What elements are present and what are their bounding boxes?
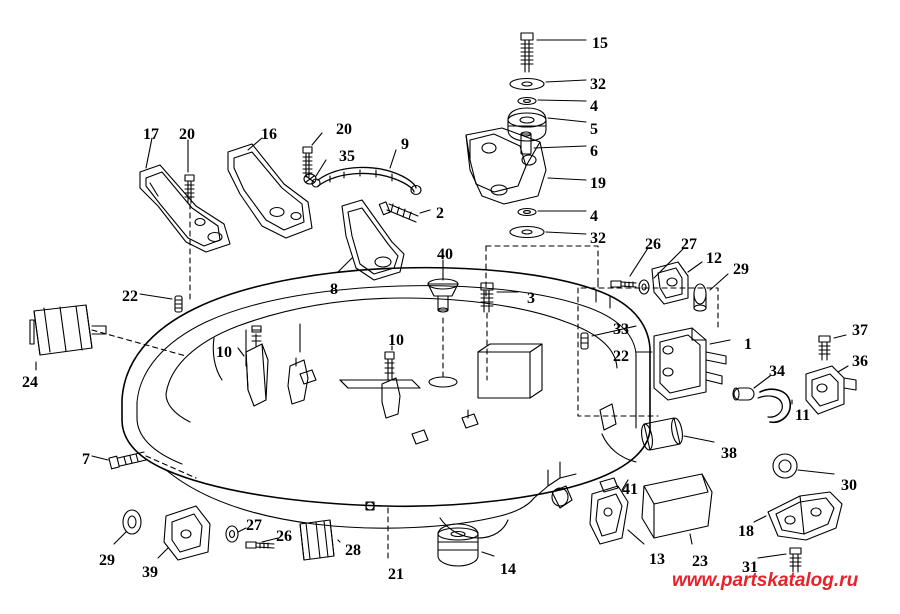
part-26-bolt-right [610,280,637,288]
part-14-grommet [437,523,479,567]
part-33-pin [580,332,589,350]
part-20-bolt-left [184,174,195,204]
callout-8: 8 [330,281,338,298]
callout-4-top: 4 [590,98,598,115]
callout-22-left: 22 [122,288,138,305]
callout-7: 7 [82,451,90,468]
callout-26-bottom: 26 [276,528,292,545]
callout-23: 23 [692,553,708,570]
callout-32-bottom: 32 [590,230,606,247]
callout-14: 14 [500,561,516,578]
part-27-washer-right [638,279,650,295]
callout-18: 18 [738,523,754,540]
part-39-bracket [163,505,211,561]
callout-26-right: 26 [645,236,661,253]
part-27-washer-bottom [225,525,239,543]
part-3-bolt [480,282,494,313]
callout-27-right: 27 [681,236,697,253]
callout-22-right: 22 [613,348,629,365]
lower-engine-cover-body [121,266,651,539]
cowl-attached-parts [551,403,617,509]
callout-28: 28 [345,542,361,559]
part-26-bolt-bottom [245,541,275,549]
part-38-bushing [641,417,683,451]
part-13-piece [599,477,619,493]
callout-4-bottom: 4 [590,208,598,225]
callout-11: 11 [795,407,811,424]
callout-15: 15 [592,35,608,52]
part-29-washer-bottom [122,509,142,535]
callout-30: 30 [841,477,857,494]
part-6-sleeve [520,131,532,155]
part-10-clip-left [245,325,269,407]
callout-40: 40 [437,246,453,263]
part-10-clip-mid [381,351,401,419]
part-4-nut-top [517,96,537,106]
callout-32-top: 32 [590,76,606,93]
callout-19: 19 [590,175,606,192]
callout-3: 3 [527,290,535,307]
callout-10-left: 10 [216,344,232,361]
part-9-cable [311,166,422,196]
callout-27-bottom: 27 [246,517,262,534]
callout-41: 41 [622,481,638,498]
part-7-bolt [108,451,147,470]
callout-31: 31 [742,559,758,576]
part-31-bolt [789,547,802,573]
part-17-bracket [139,164,231,253]
callout-20-left: 20 [179,126,195,143]
part-37-bolt [818,335,831,361]
part-11-clamp [757,388,792,424]
callout-29-bottom: 29 [99,552,115,569]
callout-12: 12 [706,250,722,267]
callout-20-mid: 20 [336,121,352,138]
callout-10-mid: 10 [388,332,404,349]
part-12-bracket [651,261,689,305]
callout-36: 36 [852,353,868,370]
callout-13: 13 [649,551,665,568]
callout-2: 2 [436,205,444,222]
part-28-block [299,519,335,561]
part-23-pad [641,473,713,539]
part-24-connector [29,304,107,356]
watermark: www.partskatalog.ru [672,570,859,591]
callout-6: 6 [590,143,598,160]
part-2-bolt [378,201,419,223]
interior-fasteners [299,369,479,511]
callout-33: 33 [613,321,629,338]
part-32-washer-lower [509,225,545,239]
part-32-washer-top [509,77,545,91]
part-19-bracket [465,127,547,205]
part-22-pin-left [174,295,183,313]
callout-21: 21 [388,566,404,583]
callout-5: 5 [590,121,598,138]
part-1-bracket [653,327,727,401]
callout-1: 1 [744,336,752,353]
part-40-plug [427,278,459,313]
callout-38: 38 [721,445,737,462]
part-4-nut-lower [517,207,537,217]
part-18-bracket [767,491,843,541]
part-36-bracket [805,365,857,415]
part-41-mount [589,485,629,545]
part-15-bolt [520,32,534,73]
part-30-bushing [772,453,798,479]
callout-39: 39 [142,564,158,581]
part-34-pin [732,387,755,401]
callout-37: 37 [852,322,868,339]
part-8-bracket [341,199,405,281]
callout-9: 9 [401,136,409,153]
part-16-bracket [227,143,313,239]
callout-16: 16 [261,126,277,143]
part-5-mount [507,107,547,142]
part-10-clip-left-2 [287,357,309,405]
callout-34: 34 [769,363,785,380]
callout-35: 35 [339,148,355,165]
callout-17: 17 [143,126,159,143]
part-20-bolt-mid [302,146,313,178]
callout-29-right: 29 [733,261,749,278]
part-29-spacer [693,283,707,312]
callout-24: 24 [22,374,38,391]
